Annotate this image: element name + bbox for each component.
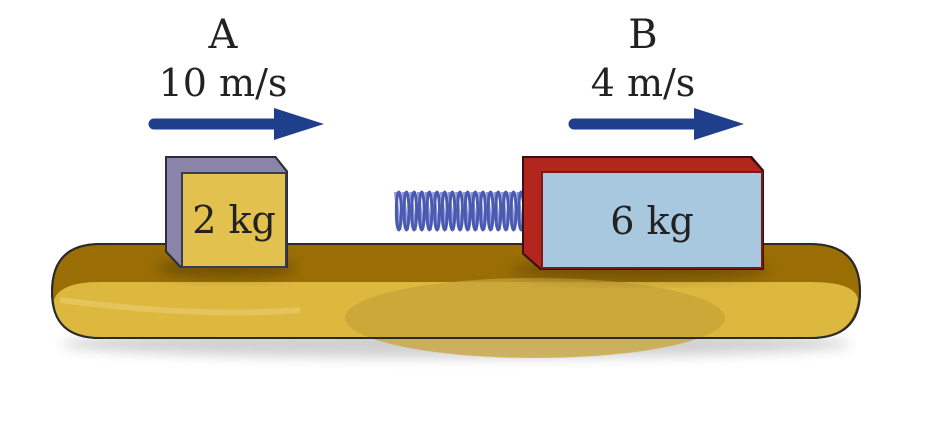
block-a-face — [181, 172, 287, 268]
block-a: 2 kg — [156, 156, 296, 278]
spring-coil — [456, 190, 464, 232]
spring-coil — [417, 190, 426, 232]
block-a-speed: 10 m/s — [159, 61, 288, 105]
block-a-side — [167, 158, 286, 266]
block-a-mass: 2 kg — [192, 198, 276, 242]
spring-coil — [471, 190, 480, 232]
block-b-face — [541, 171, 763, 269]
spring-coil — [394, 190, 403, 232]
spring — [393, 190, 526, 232]
spring-coil — [448, 190, 457, 232]
spring-coil — [433, 190, 442, 232]
spring-coil — [410, 190, 419, 232]
block-b-mass: 6 kg — [610, 199, 694, 243]
spring-coil — [425, 190, 434, 232]
block-b-side — [524, 158, 762, 268]
block-a-label: A — [208, 12, 239, 58]
spring-coil — [463, 190, 472, 232]
spring-coil — [402, 190, 411, 232]
block-b-label: B — [628, 12, 657, 58]
spring-coil — [509, 190, 518, 232]
velocity-arrow-a — [148, 108, 324, 140]
spring-coil — [501, 190, 510, 232]
spring-coil — [478, 190, 487, 232]
velocity-arrow-b — [568, 108, 744, 140]
block-b-speed: 4 m/s — [591, 61, 696, 105]
spring-coil — [486, 190, 495, 232]
spring-coil — [494, 190, 503, 232]
spring-coil — [440, 190, 449, 232]
block-b: 6 kg — [510, 156, 770, 280]
